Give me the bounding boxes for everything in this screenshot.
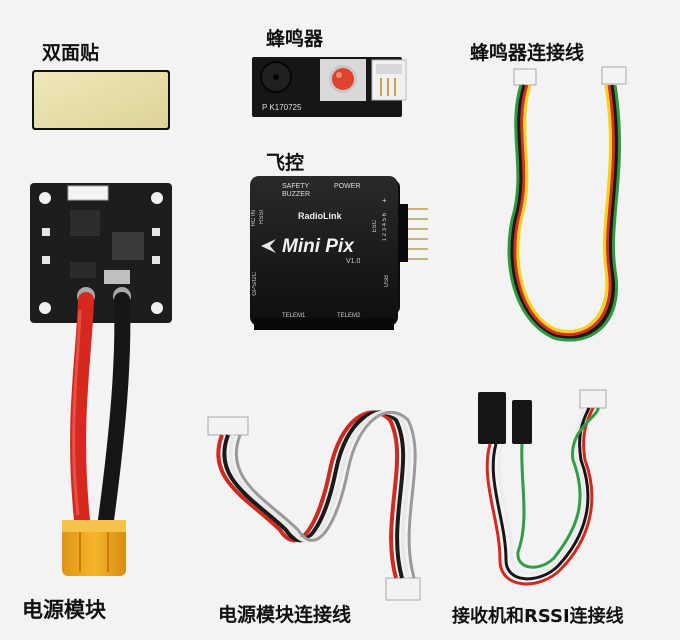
fc-model: Mini Pix [282,236,354,257]
flight-controller [250,176,428,330]
fc-esc: ESC [372,220,378,233]
fc-brand: RadioLink [298,211,342,221]
buzzer-board [252,57,407,117]
label-tape: 双面贴 [42,42,100,64]
xt60-connector [62,520,126,576]
fc-safety-text: SAFETY [282,183,310,190]
battery-wires [70,292,131,528]
fc-buzzer-text: BUZZER [282,191,310,198]
fc-usb: USB [384,275,390,288]
fc-rc-in: RC IN [251,210,257,227]
fc-power-label: POWER [334,183,361,190]
fc-pin-plus: + [382,196,387,205]
label-receiver-rssi-cable: 接收机和RSSI连接线 [452,606,624,627]
receiver-rssi-cable [478,389,607,586]
label-flight-controller: 飞控 [266,152,305,174]
buzzer-serial: P K170725 [262,103,302,112]
label-buzzer-cable: 蜂鸣器连接线 [470,42,585,64]
power-module-board [30,183,172,323]
fc-pin-header [398,204,428,262]
label-power-module-cable: 电源模块连接线 [218,604,352,626]
fc-telem1: TELEM1 [282,313,306,319]
fc-version: V1.0 [346,258,361,265]
fc-pin-numbers: 1 2 3 4 5 6 [382,213,388,242]
fc-rssi: RSSI [259,210,265,225]
label-power-module: 电源模块 [22,598,106,622]
double-sided-tape [32,70,170,130]
fc-gps-i2c: GPS/I2C [252,272,258,296]
power-module-cable [207,410,421,601]
buzzer-cable [507,66,627,342]
fc-telem2: TELEM2 [337,313,361,319]
fc-safety-label: SAFETY BUZZER [282,183,310,199]
label-buzzer: 蜂鸣器 [266,28,324,50]
